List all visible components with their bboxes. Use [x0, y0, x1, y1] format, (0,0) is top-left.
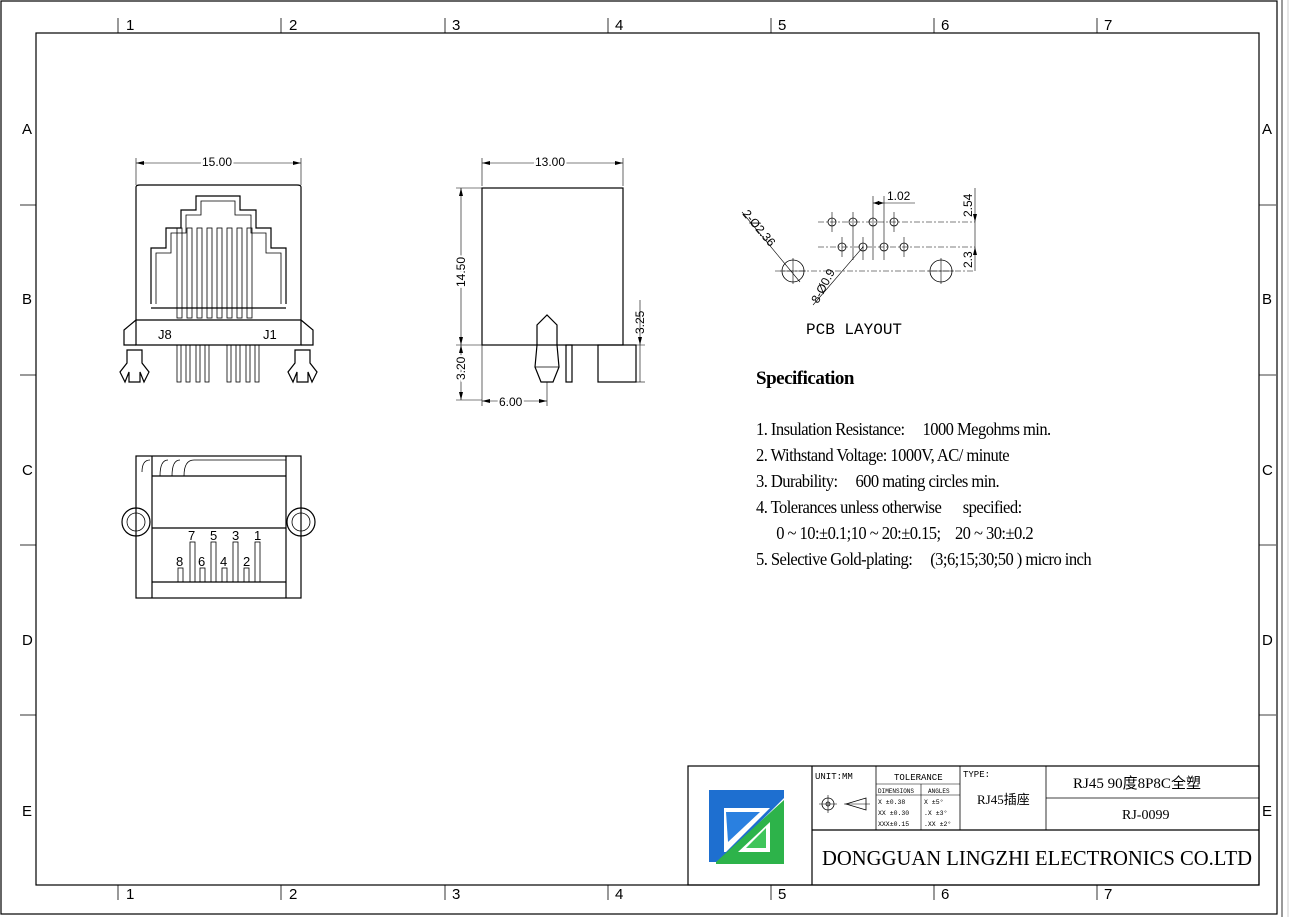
zone-label: A — [1262, 121, 1272, 138]
zone-label: 1 — [126, 886, 134, 903]
tolerance-angle-row: .XX ±2° — [924, 820, 951, 828]
side-height-dimension: 14.50 — [454, 257, 468, 287]
left-zone-labels: A B C D E — [22, 121, 33, 820]
bottom-zone-labels: 1 2 3 4 5 6 7 — [126, 886, 1112, 903]
specification-block: Specification 1. Insulation Resistance: … — [756, 368, 1216, 572]
pcb-layout: 1.02 2.54 2.3 2-Ø2.36 8-Ø0.9 PCB LAYOUT — [740, 188, 977, 339]
zone-label: 2 — [289, 17, 297, 34]
zone-label: 7 — [1104, 17, 1112, 34]
type-value: RJ45插座 — [977, 792, 1030, 807]
projection-symbol-icon — [819, 795, 870, 813]
part-number: RJ-0099 — [1122, 808, 1169, 823]
zone-label: E — [22, 803, 32, 820]
side-bottom-dimension: 3.20 — [454, 356, 468, 380]
tolerance-label: TOLERANCE — [894, 773, 943, 783]
unit-label: UNIT:MM — [815, 772, 853, 782]
zone-label: 4 — [615, 886, 623, 903]
zone-label: 6 — [941, 886, 949, 903]
specification-heading: Specification — [756, 368, 855, 389]
top-zone-labels: 1 2 3 4 5 6 7 — [126, 17, 1112, 34]
pcb-small-hole-label: 8-Ø0.9 — [808, 266, 838, 305]
angles-label: ANGLES — [928, 788, 950, 795]
tolerance-angle-row: X ±5° — [924, 798, 944, 806]
front-width-dimension: 15.00 — [202, 155, 232, 169]
part-name: RJ45 90度8P8C全塑 — [1073, 774, 1201, 792]
pcb-large-hole-label: 2-Ø2.36 — [740, 207, 779, 249]
zone-label: 4 — [615, 17, 623, 34]
pin-label: 4 — [220, 554, 227, 569]
zone-label: B — [22, 291, 32, 308]
pin-label: 3 — [232, 528, 239, 543]
zone-label: 7 — [1104, 886, 1112, 903]
tolerance-dim-row: XX ±0.30 — [878, 810, 909, 817]
pin-label: 1 — [254, 528, 261, 543]
pcb-layout-title: PCB LAYOUT — [806, 321, 902, 339]
pin-label: 8 — [176, 554, 183, 569]
pcb-row-dimension: 2.54 — [961, 193, 975, 217]
type-label: TYPE: — [963, 770, 990, 780]
right-zone-labels: A B C D E — [1262, 121, 1273, 820]
pin-label: 7 — [188, 528, 195, 543]
zone-label: 2 — [289, 886, 297, 903]
side-post-dimension: 6.00 — [499, 395, 523, 409]
spec-item: 3. Durability: 600 mating circles min. — [756, 471, 1000, 491]
spec-item: 1. Insulation Resistance: 1000 Megohms m… — [756, 419, 1051, 439]
tolerance-dim-row: X ±0.38 — [878, 799, 905, 806]
spec-item: 2. Withstand Voltage: 1000V, AC/ minute — [756, 445, 1010, 465]
zone-label: 3 — [452, 886, 460, 903]
zone-label: 5 — [778, 17, 786, 34]
zone-label: 6 — [941, 17, 949, 34]
zone-label: 3 — [452, 17, 460, 34]
pin-label: 6 — [198, 554, 205, 569]
zone-label: B — [1262, 291, 1272, 308]
title-block: UNIT:MM TOLERANCE DIMENSIONS ANGLES X ±0… — [687, 765, 1260, 886]
zone-label: A — [22, 121, 32, 138]
spec-item: 4. Tolerances unless otherwise specified… — [756, 497, 1022, 517]
pcb-pitch-dimension: 1.02 — [887, 189, 911, 203]
spec-item: 5. Selective Gold-plating: (3;6;15;30;50… — [756, 549, 1092, 569]
front-view: 15.00 J8 J1 — [119, 153, 318, 384]
dimensions-label: DIMENSIONS — [878, 788, 914, 795]
tolerance-angle-row: .X ±3° — [924, 809, 947, 817]
zone-label: D — [1262, 632, 1273, 649]
zone-label: E — [1262, 803, 1272, 820]
side-width-dimension: 13.00 — [535, 155, 565, 169]
zone-label: 5 — [778, 886, 786, 903]
front-j8-label: J8 — [158, 327, 172, 342]
bottom-view: 7 5 3 1 8 6 4 2 — [121, 455, 316, 599]
company-logo — [709, 790, 784, 864]
front-j1-label: J1 — [263, 327, 277, 342]
company-name: DONGGUAN LINGZHI ELECTRONICS CO.LTD — [822, 846, 1252, 870]
side-view: 13.00 14.50 3.20 3.25 6.00 — [452, 153, 647, 411]
tolerance-dim-row: XXX±0.15 — [878, 821, 909, 828]
zone-label: 1 — [126, 17, 134, 34]
zone-label: D — [22, 632, 33, 649]
pin-label: 2 — [243, 554, 250, 569]
pin-label: 5 — [210, 528, 217, 543]
zone-label: C — [1262, 462, 1273, 479]
zone-label: C — [22, 462, 33, 479]
pcb-offset-dimension: 2.3 — [961, 251, 975, 268]
side-right-dimension: 3.25 — [633, 310, 647, 334]
spec-item: 0 ~ 10:±0.1;10 ~ 20:±0.15; 20 ~ 30:±0.2 — [776, 523, 1034, 543]
